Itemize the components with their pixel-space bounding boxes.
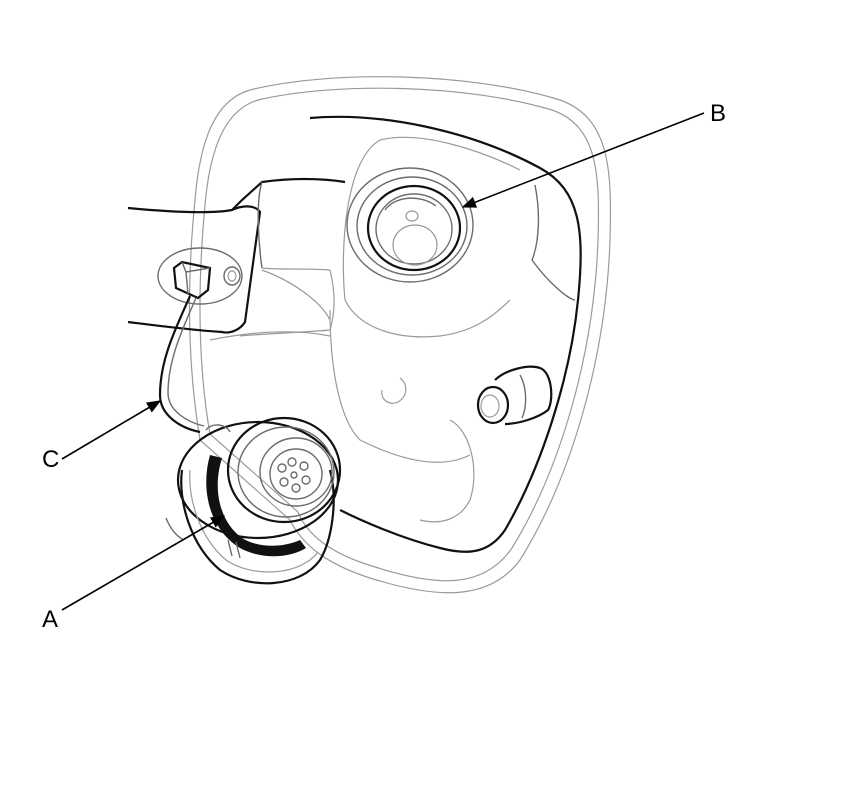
fuel-door-hinge bbox=[127, 177, 346, 337]
tether-mount bbox=[157, 247, 243, 305]
callout-c-leader bbox=[61, 400, 162, 460]
filler-neck bbox=[346, 167, 474, 283]
callout-c-label: C bbox=[42, 446, 59, 473]
callout-a-leader bbox=[61, 515, 226, 611]
callout-b-label: B bbox=[710, 100, 726, 127]
callout-a-label: A bbox=[42, 606, 58, 633]
fuel-cap bbox=[165, 416, 342, 585]
rubber-bumper bbox=[476, 365, 553, 426]
callout-b-leader bbox=[461, 112, 705, 208]
recess-flange bbox=[188, 76, 612, 594]
fuel-pocket bbox=[209, 115, 582, 553]
tether-strap bbox=[158, 295, 205, 434]
